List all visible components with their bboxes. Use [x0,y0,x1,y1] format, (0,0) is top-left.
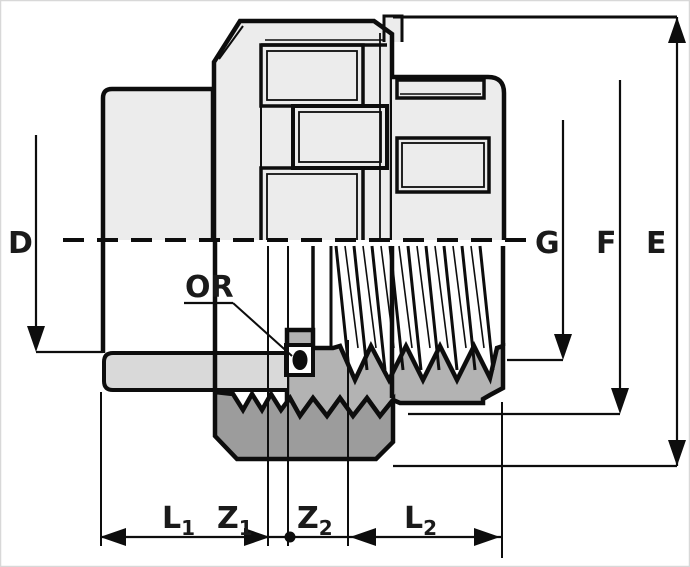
arrow-down-icon [27,326,45,352]
socket-sleeve [100,86,216,353]
arrow-down-icon [554,334,572,360]
label-z2: Z2 [297,501,333,540]
label-z1: Z1 [217,501,253,540]
pipe-wall-section [102,351,288,392]
section-view [102,241,506,462]
label-l1: L1 [162,501,195,540]
body-ring-upper [395,78,486,100]
arrow-down-icon [668,440,686,466]
dimension-lengths [100,246,503,558]
threaded-body [392,74,507,240]
dimension-d [27,135,103,354]
or-callout [184,301,293,357]
o-ring-dot [292,350,308,370]
dimension-e [393,15,686,468]
arrow-right-icon [474,528,500,546]
dimension-g [507,120,572,362]
label-d: D [8,226,33,261]
union-nut [211,14,404,240]
nut-step-collar [384,16,402,42]
label-e: E [646,226,667,261]
nut-groove-lower [259,166,365,240]
arrow-up-icon [668,17,686,43]
label-g: G [535,226,560,261]
label-or: OR [185,270,234,305]
arrow-left-icon [350,528,376,546]
body-ring-lower [395,136,491,194]
dimension-f [408,80,629,416]
label-l2: L2 [404,501,437,540]
arrow-right-icon [244,528,270,546]
arrow-left-icon [100,528,126,546]
dimension-dot [284,531,296,543]
o-ring [284,343,315,377]
arrow-down-icon [611,388,629,414]
label-f: F [596,226,617,261]
